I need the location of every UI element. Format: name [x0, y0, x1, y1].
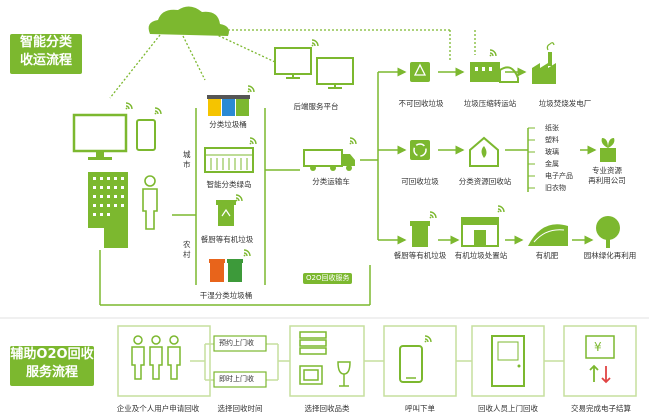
recyclable-item: 金属	[545, 160, 559, 168]
time-option-1: 预约上门收	[219, 339, 254, 347]
recyclable-label: 可回收垃圾	[401, 177, 439, 186]
people-icon	[131, 335, 181, 380]
wifi-icon	[348, 137, 357, 146]
truck-label: 分类运输车	[312, 177, 350, 186]
cloud-links	[109, 29, 476, 99]
collector-label: 回收人员上门回收	[478, 404, 538, 413]
call-order-label: 呼叫下单	[405, 404, 435, 413]
wifi-icon	[488, 49, 497, 58]
section1-title-line1: 智能分类	[19, 35, 72, 50]
recyclable-item: 纸张	[545, 124, 559, 132]
wifi-icon	[248, 137, 257, 146]
bottom-connectors	[190, 343, 564, 381]
category-icons	[299, 331, 351, 387]
monitor-icon	[72, 113, 128, 160]
recycle-icon	[410, 140, 430, 160]
nonrecyclable-label: 不可回收垃圾	[398, 99, 444, 108]
phone-icon	[399, 345, 423, 383]
plant-icon	[600, 138, 616, 162]
distribution-lines	[360, 67, 597, 245]
o2o-badge: O2O回收服务	[303, 273, 353, 284]
kitchen-waste-label: 餐厨等有机垃圾	[200, 235, 254, 244]
apply-label: 企业及个人用户申请回收	[116, 404, 200, 413]
trash-bin-icon	[207, 95, 250, 116]
power-plant-label: 垃圾焚烧发电厂	[538, 99, 592, 108]
wifi-icon	[496, 205, 505, 214]
dry-wet-bin-label: 干湿分类垃圾桶	[199, 291, 253, 300]
building-icon	[461, 217, 499, 247]
pro-company-label-2: 再利用公司	[588, 176, 626, 185]
pro-company-label-1: 专业资源	[592, 166, 622, 175]
section2-title-line2: 服务流程	[25, 365, 78, 380]
choose-type-label: 选择回收品类	[304, 404, 350, 413]
wifi-icon	[153, 107, 162, 116]
greening-label: 园林绿化再利用	[583, 251, 637, 260]
time-option-2: 即时上门收	[219, 375, 254, 383]
organic-station-label: 有机垃圾处置站	[454, 251, 508, 260]
wifi-icon	[124, 102, 133, 111]
fertilizer-label: 有机肥	[535, 251, 559, 260]
compress-station-label: 垃圾压缩转运站	[463, 99, 517, 108]
trash-bin-icon	[410, 221, 430, 247]
rural-label: 农村	[183, 240, 191, 259]
wifi-icon	[428, 211, 437, 220]
settle-label: 交易完成电子结算	[571, 404, 631, 413]
building-icon	[88, 172, 128, 248]
wifi-icon	[246, 85, 255, 94]
bin-frame	[99, 108, 371, 306]
house-icon	[469, 136, 499, 167]
recyclable-item: 玻璃	[545, 148, 559, 156]
wifi-icon	[423, 335, 432, 344]
section1-title-line2: 收运流程	[19, 53, 72, 68]
smart-station-icon	[204, 147, 254, 173]
building-icon	[470, 62, 519, 83]
trash-bin-icon	[410, 62, 430, 82]
city-label: 城市	[183, 150, 191, 169]
trash-bin-icon	[216, 200, 236, 226]
section1-title: 智能分类 收运流程	[10, 34, 82, 74]
truck-icon	[303, 149, 355, 171]
cloud-icon	[148, 6, 229, 36]
choose-time-label: 选择回收时间	[217, 404, 263, 413]
tree-icon	[596, 216, 620, 248]
section2-title: 辅助O2O回收 服务流程	[10, 346, 94, 386]
wifi-icon	[242, 249, 251, 258]
wifi-icon	[310, 39, 319, 48]
recyclable-item: 电子产品	[545, 172, 573, 180]
time-option-boxes	[213, 335, 267, 388]
door-icon	[491, 335, 525, 387]
backend-label: 后端服务平台	[293, 102, 339, 111]
exchange-icon	[585, 335, 615, 384]
factory-icon	[532, 42, 556, 84]
recyclable-list-bracket	[528, 127, 535, 189]
sort-bin-label: 分类垃圾桶	[209, 120, 247, 129]
monitor-icon	[274, 47, 354, 89]
section2-title-line1: 辅助O2O回收	[10, 347, 94, 362]
recycle-station-label: 分类资源回收站	[458, 177, 512, 186]
field-icon	[528, 224, 568, 246]
person-icon	[142, 175, 158, 230]
tablet-icon	[136, 119, 156, 151]
recyclable-item: 塑料	[545, 136, 559, 144]
yen-icon: ¥	[594, 340, 602, 354]
recyclable-item: 旧衣物	[545, 184, 566, 192]
wifi-icon	[234, 194, 243, 203]
smart-station-label: 智能分类绿岛	[206, 180, 252, 189]
kitchen-waste-2-label: 餐厨等有机垃圾	[393, 251, 447, 260]
trash-bin-icon	[209, 259, 243, 282]
